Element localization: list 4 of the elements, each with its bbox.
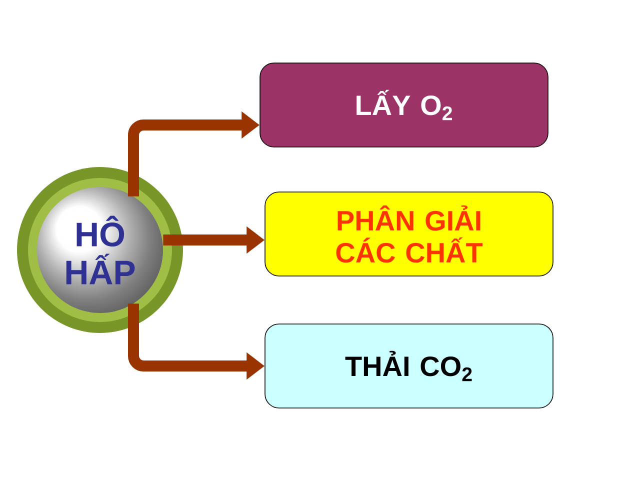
process-box: THẢI CO$_{2}$	[264, 324, 554, 408]
circle-node: HÔ HẤP	[17, 167, 183, 333]
process-box: PHÂN GIẢI CÁC CHẤT	[264, 192, 554, 276]
process-box: LẤY O$_{2}$	[260, 62, 548, 148]
